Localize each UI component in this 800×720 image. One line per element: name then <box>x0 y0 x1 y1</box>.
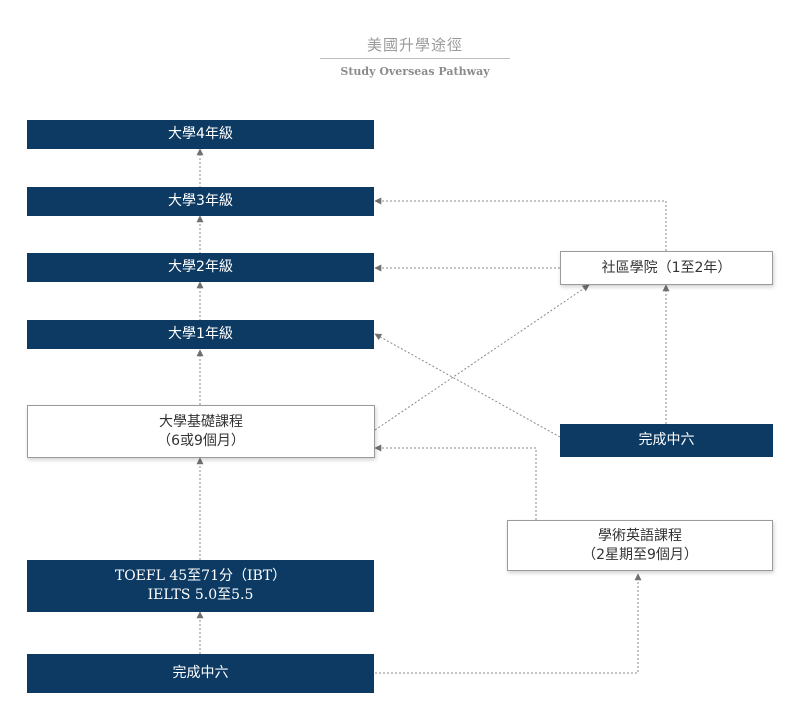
node-complete-form-six-left: 完成中六 <box>27 654 374 693</box>
node-foundation-line2: （6或9個月） <box>157 432 245 449</box>
node-year2-label: 大學2年級 <box>168 259 233 275</box>
node-year1: 大學1年級 <box>27 320 374 349</box>
node-year3: 大學3年級 <box>27 187 374 216</box>
node-year4-label: 大學4年級 <box>168 126 233 142</box>
title-divider <box>320 58 510 59</box>
node-complete-form-six-right: 完成中六 <box>560 424 773 457</box>
node-english-requirement: TOEFL 45至71分（IBT） IELTS 5.0至5.5 <box>27 560 374 612</box>
node-academic-english: 學術英語課程 （2星期至9個月） <box>507 520 773 571</box>
node-year2: 大學2年級 <box>27 253 374 282</box>
connector-foundation-to-community <box>374 284 590 431</box>
node-year4: 大學4年級 <box>27 120 374 149</box>
connector-complete-right-to-year1 <box>374 333 561 438</box>
node-english-line1: 學術英語課程 <box>598 527 682 544</box>
page-title: 美國升學途徑 <box>366 36 463 54</box>
node-english-line2: （2星期至9個月） <box>582 546 698 563</box>
node-year1-label: 大學1年級 <box>168 326 233 342</box>
node-toefl-line: TOEFL 45至71分（IBT） <box>114 568 287 584</box>
node-foundation: 大學基礎課程 （6或9個月） <box>27 405 375 458</box>
node-complete-left-label: 完成中六 <box>172 665 229 681</box>
connector-complete-to-english <box>375 573 642 674</box>
node-foundation-line1: 大學基礎課程 <box>159 413 243 430</box>
connector-english-to-foundation <box>374 444 537 520</box>
connector-community-to-year3 <box>374 197 667 251</box>
node-year3-label: 大學3年級 <box>168 193 233 209</box>
page-subtitle: Study Overseas Pathway <box>340 65 490 78</box>
node-community-label: 社區學院（1至2年） <box>601 259 732 276</box>
node-community-college: 社區學院（1至2年） <box>560 251 773 285</box>
node-complete-right-label: 完成中六 <box>638 432 695 448</box>
node-ielts-line: IELTS 5.0至5.5 <box>147 587 254 603</box>
